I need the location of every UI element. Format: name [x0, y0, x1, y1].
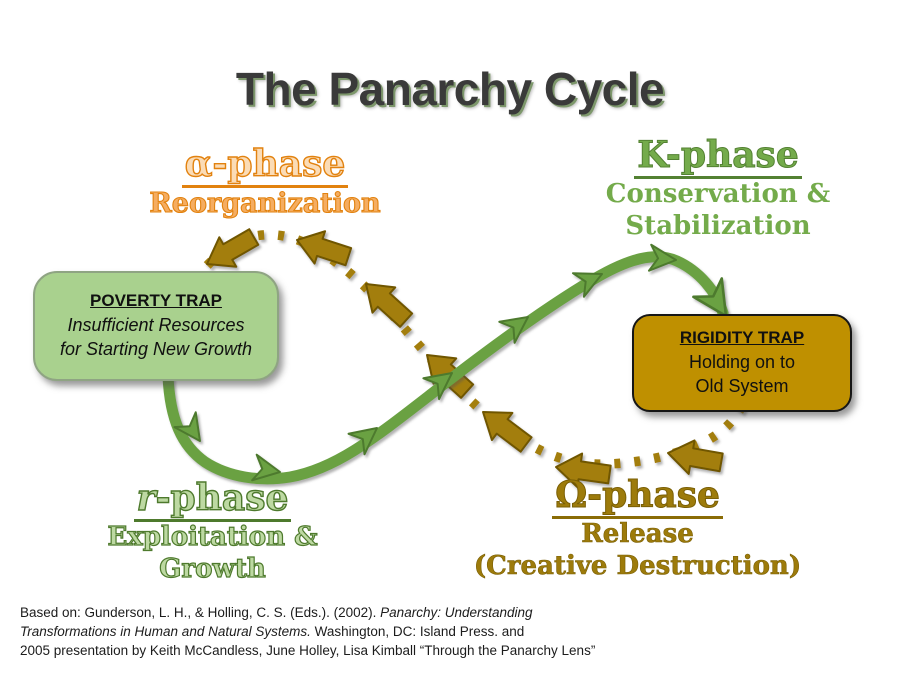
- slide-title: The Panarchy Cycle: [235, 63, 665, 115]
- gold-block-arrow: [471, 397, 538, 460]
- alpha-phase-subtitle: Reorganization: [149, 187, 381, 219]
- rigidity-trap-box: RIGIDITY TRAP Holding on to Old System: [632, 314, 852, 412]
- citation-line1-italic: Panarchy: Understanding: [380, 605, 533, 620]
- rigidity-trap-line1: Holding on to: [688, 351, 796, 372]
- poverty-trap-line2: for Starting New Growth: [59, 338, 253, 359]
- citation-line-1: Based on: Gunderson, L. H., & Holling, C…: [20, 603, 680, 622]
- citation-line-2: Transformations in Human and Natural Sys…: [20, 622, 680, 641]
- citation-line-3: 2005 presentation by Keith McCandless, J…: [20, 643, 596, 658]
- k-phase-subtitle-line2: Stabilization: [625, 210, 811, 241]
- gold-block-arrow: [290, 222, 355, 274]
- alpha-phase-title: α-phase: [181, 144, 349, 188]
- poverty-trap-line1: Insufficient Resources: [67, 314, 245, 335]
- k-phase-title: K-phase: [634, 136, 802, 179]
- r-phase-subtitle-line1: Exploitation &: [107, 521, 318, 552]
- citation-line2-normal: Washington, DC: Island Press. and: [310, 624, 525, 639]
- r-phase-block: r-phase Exploitation & Growth: [60, 477, 365, 585]
- growth-flow-solid-arrows: [162, 243, 742, 486]
- citation: Based on: Gunderson, L. H., & Holling, C…: [20, 603, 680, 660]
- r-phase-title-rest: -phase: [155, 477, 289, 519]
- omega-phase-title: Ω-phase: [552, 476, 723, 519]
- r-phase-title-italic: r: [136, 477, 156, 519]
- rigidity-trap-line2: Old System: [695, 375, 789, 396]
- k-phase-block: K-phase Conservation & Stabilization: [563, 136, 873, 242]
- poverty-trap-title: POVERTY TRAP: [90, 290, 222, 310]
- rigidity-trap-title: RIGIDITY TRAP: [679, 327, 805, 347]
- poverty-trap-box: POVERTY TRAP Insufficient Resources for …: [33, 271, 279, 381]
- omega-phase-subtitle-line1: Release: [581, 518, 694, 549]
- gold-block-arrow: [664, 435, 726, 481]
- omega-phase-subtitle-line2: (Creative Destruction): [473, 550, 802, 581]
- alpha-phase-block: α-phase Reorganization: [105, 144, 425, 221]
- r-phase-subtitle-line2: Growth: [159, 553, 267, 584]
- gold-block-arrow: [353, 270, 419, 334]
- omega-phase-block: Ω-phase Release (Creative Destruction): [450, 476, 825, 582]
- citation-line1-normal: Based on: Gunderson, L. H., & Holling, C…: [20, 605, 381, 620]
- citation-line2-italic: Transformations in Human and Natural Sys…: [20, 624, 311, 639]
- r-phase-title: r-phase: [133, 477, 292, 522]
- k-phase-subtitle-line1: Conservation &: [605, 178, 831, 209]
